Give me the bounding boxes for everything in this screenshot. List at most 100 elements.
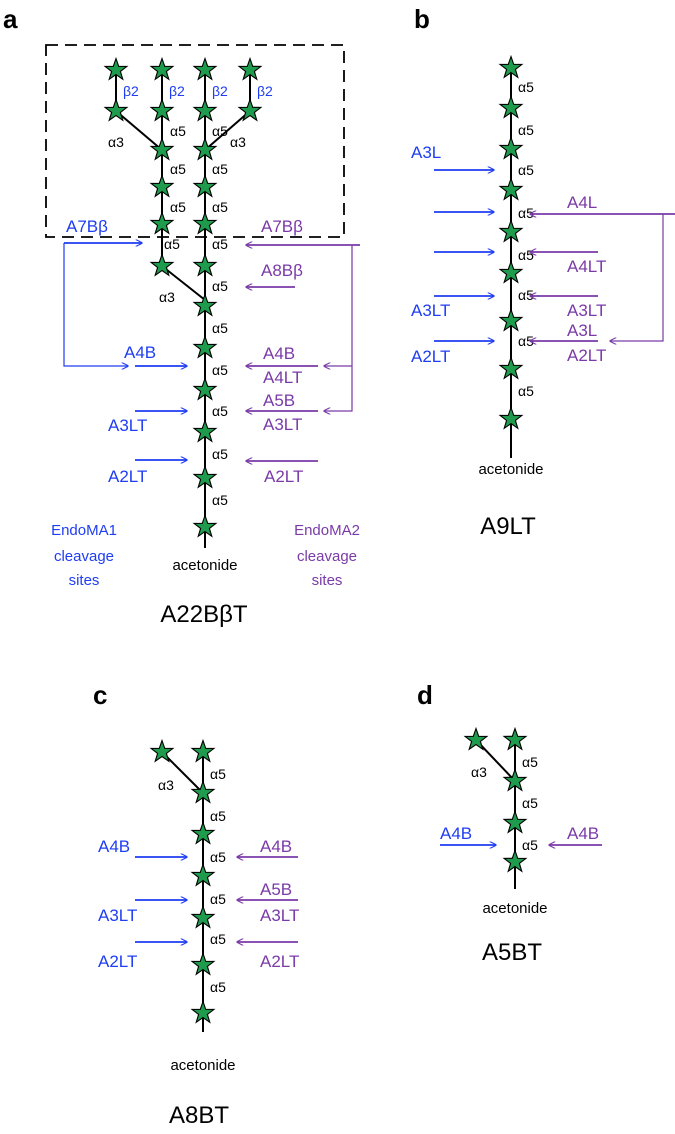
svg-text:α5: α5: [210, 849, 226, 865]
svg-text:EndoMA1: EndoMA1: [51, 522, 117, 539]
panel-b-endoma1-labels: A3L A3LT A2LT: [411, 143, 450, 366]
svg-text:EndoMA2: EndoMA2: [294, 522, 360, 539]
svg-text:α3: α3: [230, 134, 246, 150]
panel-a-endoma2-caption: EndoMA2 cleavage sites: [294, 522, 360, 589]
svg-text:A3LT: A3LT: [567, 301, 606, 320]
svg-text:A3LT: A3LT: [411, 301, 450, 320]
panel-c-endoma1-arrows: [135, 857, 187, 942]
svg-text:A3L: A3L: [567, 321, 597, 340]
panel-b-endoma2-labels: A4L A4LT A3LT A3L A2LT: [567, 193, 606, 365]
panel-a-endoma1-arrows: [63, 243, 187, 460]
svg-text:α5: α5: [212, 199, 228, 215]
panel-a-title: A22BβT: [160, 601, 248, 628]
svg-text:A3LT: A3LT: [98, 906, 137, 925]
svg-text:β2: β2: [257, 83, 273, 99]
svg-text:α5: α5: [518, 79, 534, 95]
svg-text:A2LT: A2LT: [108, 467, 147, 486]
panel-label-c: c: [93, 680, 107, 710]
svg-text:A4B: A4B: [98, 837, 130, 856]
panel-b-root-label: acetonide: [478, 461, 543, 478]
svg-text:α5: α5: [210, 979, 226, 995]
svg-text:α5: α5: [518, 247, 534, 263]
svg-text:α5: α5: [212, 446, 228, 462]
panel-a: a β2 β2 β2 β2 α3: [3, 4, 360, 628]
panel-a-beta-labels: β2 β2 β2 β2: [123, 83, 273, 99]
panel-label-a: a: [3, 4, 18, 34]
panel-d-endoma2-label: A4B: [567, 824, 599, 843]
svg-text:A3L: A3L: [411, 143, 441, 162]
svg-text:A2LT: A2LT: [260, 952, 299, 971]
svg-text:α3: α3: [471, 764, 487, 780]
panel-b-endoma2-arrows: [530, 214, 675, 341]
svg-text:A4LT: A4LT: [263, 368, 302, 387]
svg-text:α3: α3: [158, 777, 174, 793]
svg-text:α5: α5: [212, 403, 228, 419]
svg-text:α5: α5: [164, 236, 180, 252]
panel-a-endoma2-arrows: [246, 245, 360, 461]
panel-d: d α3 α5 α5 α5 A4B A4B acetonide A5BT: [417, 680, 602, 966]
svg-text:α5: α5: [522, 754, 538, 770]
svg-text:α5: α5: [210, 808, 226, 824]
svg-text:β2: β2: [212, 83, 228, 99]
svg-text:α5: α5: [170, 199, 186, 215]
svg-text:A3LT: A3LT: [260, 906, 299, 925]
panel-c-root-label: acetonide: [170, 1057, 235, 1074]
svg-text:A3LT: A3LT: [108, 416, 147, 435]
svg-text:A4LT: A4LT: [567, 257, 606, 276]
panel-c-bonds: [161, 751, 204, 1032]
svg-text:α5: α5: [170, 123, 186, 139]
panel-b-endoma1-arrows: [434, 170, 494, 341]
svg-text:α5: α5: [212, 123, 228, 139]
panel-d-title: A5BT: [482, 939, 542, 966]
svg-text:α5: α5: [210, 931, 226, 947]
svg-text:A2LT: A2LT: [411, 347, 450, 366]
svg-text:α5: α5: [518, 333, 534, 349]
panel-d-root-label: acetonide: [482, 900, 547, 917]
panel-b: b α5 α5 α5 α5 α5 α5 α5 α5 A3L A3LT A2L: [411, 4, 675, 540]
svg-text:A4B: A4B: [124, 343, 156, 362]
svg-text:A4B: A4B: [263, 344, 295, 363]
svg-text:A5B: A5B: [263, 391, 295, 410]
svg-text:α5: α5: [210, 891, 226, 907]
svg-text:cleavage: cleavage: [54, 548, 114, 565]
svg-text:α3: α3: [108, 134, 124, 150]
panel-c: c α3 α5 α5 α5 α5 α5 α5 A4B A3LT: [93, 680, 299, 1129]
svg-text:A3LT: A3LT: [263, 415, 302, 434]
svg-text:α5: α5: [518, 383, 534, 399]
panel-a-endoma1-labels: A7Bβ A4B A3LT A2LT: [66, 217, 156, 486]
panel-d-residues: [464, 727, 527, 872]
svg-text:A4L: A4L: [567, 193, 597, 212]
panel-d-alpha-labels: α3 α5 α5 α5: [471, 754, 538, 853]
svg-text:sites: sites: [69, 572, 100, 589]
panel-a-endoma2-labels: A7Bβ A8Bβ A4B A4LT A5B A3LT A2LT: [261, 217, 303, 486]
panel-c-endoma2-arrows: [237, 857, 298, 942]
panel-label-d: d: [417, 680, 433, 710]
panel-label-b: b: [414, 4, 430, 34]
svg-text:α5: α5: [518, 122, 534, 138]
svg-text:A2LT: A2LT: [264, 467, 303, 486]
svg-text:A7Bβ: A7Bβ: [66, 217, 108, 236]
panel-c-endoma1-labels: A4B A3LT A2LT: [98, 837, 137, 971]
svg-text:α5: α5: [518, 205, 534, 221]
svg-text:α5: α5: [212, 278, 228, 294]
svg-text:α5: α5: [212, 492, 228, 508]
svg-text:A7Bβ: A7Bβ: [261, 217, 303, 236]
panel-b-alpha-labels: α5 α5 α5 α5 α5 α5 α5 α5: [518, 79, 534, 399]
svg-text:sites: sites: [312, 572, 343, 589]
svg-text:α5: α5: [210, 766, 226, 782]
svg-text:cleavage: cleavage: [297, 548, 357, 565]
svg-text:α5: α5: [518, 287, 534, 303]
panel-c-title: A8BT: [169, 1102, 229, 1129]
panel-a-alpha-labels: α3 α3 α5 α5 α5 α5 α5 α5 α5 α5 α3 α5 α5 α…: [108, 123, 246, 508]
svg-text:A4B: A4B: [260, 837, 292, 856]
svg-text:α5: α5: [518, 162, 534, 178]
svg-text:β2: β2: [123, 83, 139, 99]
svg-text:α5: α5: [212, 236, 228, 252]
panel-c-endoma2-labels: A4B A5B A3LT A2LT: [260, 837, 299, 971]
panel-b-title: A9LT: [480, 513, 536, 540]
panel-c-alpha-labels: α3 α5 α5 α5 α5 α5 α5: [158, 766, 226, 995]
panel-a-root-label: acetonide: [172, 557, 237, 574]
svg-text:A5B: A5B: [260, 880, 292, 899]
svg-text:β2: β2: [169, 83, 185, 99]
